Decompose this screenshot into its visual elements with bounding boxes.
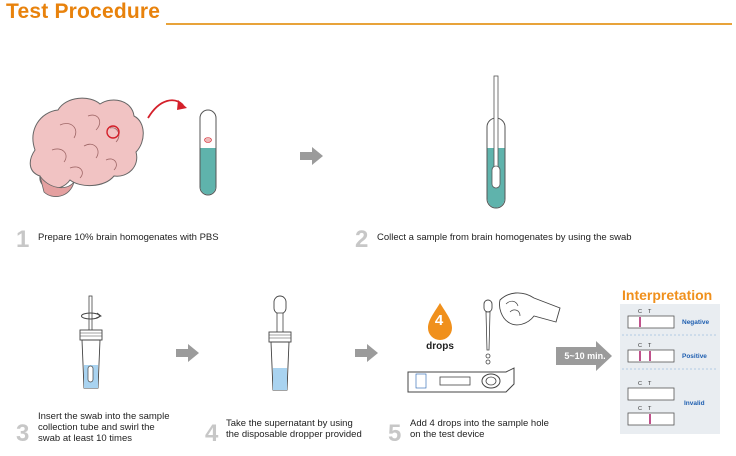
tube-with-dropper xyxy=(268,295,292,391)
step-4-text-line: Take the supernatant by using xyxy=(226,418,353,429)
result-invalid: Invalid xyxy=(684,400,705,407)
step-1-text: Prepare 10% brain homogenates with PBS xyxy=(38,232,219,243)
homogenate-tube xyxy=(199,109,217,196)
timer-arrow xyxy=(556,341,612,371)
test-device xyxy=(407,367,515,393)
page-title: Test Procedure xyxy=(6,0,161,23)
step-3-text-line: collection tube and swirl the xyxy=(38,422,155,433)
interpretation-cassettes xyxy=(622,315,718,426)
step-5-text-line: on the test device xyxy=(410,429,485,440)
control-label: C xyxy=(638,309,642,315)
result-negative: Negative xyxy=(682,319,710,326)
step-arrow xyxy=(300,147,323,165)
title-rule xyxy=(166,23,732,25)
control-label: C xyxy=(638,343,642,349)
step-1-number: 1 xyxy=(16,226,30,253)
step-5-text: Add 4 drops into the sample hole on the … xyxy=(410,418,549,440)
control-label: C xyxy=(638,406,642,412)
step-5-number: 5 xyxy=(388,420,402,447)
drops-count: 4 xyxy=(434,312,444,329)
test-label: T xyxy=(648,381,652,387)
step-arrow xyxy=(176,344,199,362)
hand-with-dropper xyxy=(483,292,561,365)
timer-label: 5~10 min. xyxy=(564,351,606,361)
interpretation-title: Interpretation xyxy=(622,287,713,303)
step-3-text-line: Insert the swab into the sample xyxy=(38,411,170,422)
test-label: T xyxy=(648,343,652,349)
interpretation-panel: C T C T C T C T Negative Positive Invali… xyxy=(620,304,720,434)
drops-label: drops xyxy=(426,341,454,352)
step-4-text-line: the disposable dropper provided xyxy=(226,429,362,440)
control-label: C xyxy=(638,381,642,387)
step-2-number: 2 xyxy=(355,226,369,253)
step-2-text: Collect a sample from brain homogenates … xyxy=(377,232,632,243)
test-label: T xyxy=(648,406,652,412)
step-3-text-line: swab at least 10 times xyxy=(38,433,132,444)
step-3-number: 3 xyxy=(16,420,30,447)
brain-illustration xyxy=(29,97,144,197)
step-arrow xyxy=(355,344,378,362)
step-4-text: Take the supernatant by using the dispos… xyxy=(226,418,362,440)
step-3-text: Insert the swab into the sample collecti… xyxy=(38,411,170,444)
step-4-number: 4 xyxy=(205,420,219,447)
step-5-text-line: Add 4 drops into the sample hole xyxy=(410,418,549,429)
test-label: T xyxy=(648,309,652,315)
result-positive: Positive xyxy=(682,353,707,360)
collection-tube-with-swab xyxy=(79,295,103,389)
drop-icon xyxy=(428,303,452,340)
swab-tube xyxy=(486,75,506,209)
